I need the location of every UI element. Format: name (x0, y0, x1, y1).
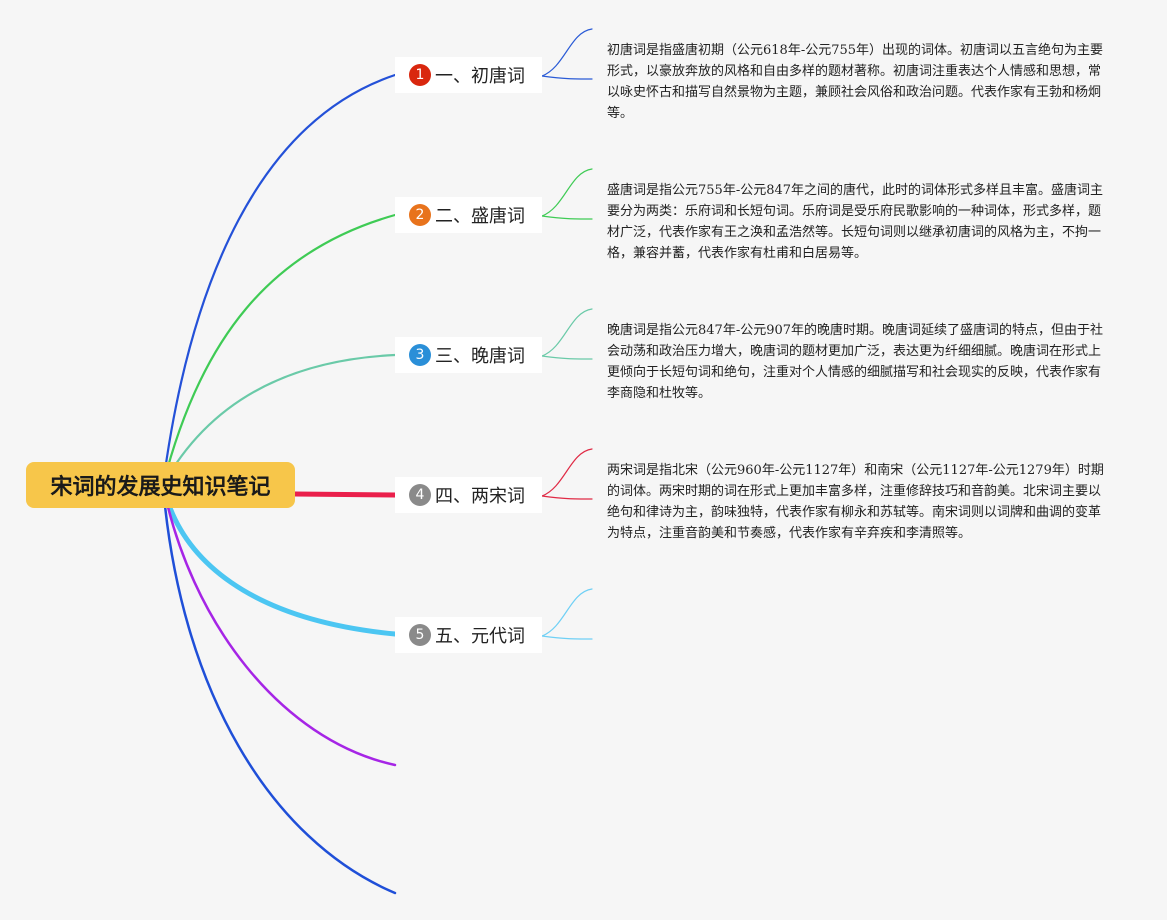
connector-line-4 (292, 491, 398, 498)
note-connector-down-4 (541, 495, 593, 500)
number-badge-3-icon: 3 (409, 344, 431, 366)
note-connector-down-5 (541, 635, 593, 640)
connector-line-3 (161, 353, 397, 487)
note-2[interactable]: 盛唐词是指公元755年-公元847年之间的唐代，此时的词体形式多样且丰富。盛唐词… (607, 183, 1104, 261)
connector-line-1 (161, 73, 397, 487)
number-badge-5-icon: 5 (409, 624, 431, 646)
root-title: 宋词的发展史知识笔记 (50, 475, 271, 500)
connector-line-2 (161, 213, 397, 487)
connector-line-extra-2 (161, 483, 397, 895)
note-connector-down-3 (541, 355, 593, 360)
note-3[interactable]: 晚唐词是指公元847年-公元907年的晚唐时期。晚唐词延续了盛唐词的特点，但由于… (607, 323, 1104, 401)
note-connector-up-2 (541, 168, 593, 217)
note-connector-up-1 (541, 28, 593, 77)
branch-label: 五、元代词 (435, 626, 525, 647)
connector-line-extra-1 (161, 483, 397, 767)
branch-label: 二、盛唐词 (435, 206, 525, 227)
note-connector-down-1 (541, 75, 593, 80)
note-1[interactable]: 初唐词是指盛唐初期（公元618年-公元755年）出现的词体。初唐词以五言绝句为主… (607, 43, 1104, 121)
branch-label: 一、初唐词 (435, 66, 525, 87)
connector-line-5 (160, 482, 398, 637)
note-connector-up-5 (541, 588, 593, 637)
branch-topic-2[interactable]: 2 二、盛唐词 (395, 197, 542, 233)
number-badge-2-icon: 2 (409, 204, 431, 226)
note-connector-up-3 (541, 308, 593, 357)
branch-label: 四、两宋词 (435, 486, 525, 507)
note-4[interactable]: 两宋词是指北宋（公元960年-公元1127年）和南宋（公元1127年-公元127… (607, 463, 1104, 541)
branch-topic-5[interactable]: 5 五、元代词 (395, 617, 542, 653)
branch-label: 三、晚唐词 (435, 346, 525, 367)
branch-topic-3[interactable]: 3 三、晚唐词 (395, 337, 542, 373)
note-connector-down-2 (541, 215, 593, 220)
branch-topic-1[interactable]: 1 一、初唐词 (395, 57, 542, 93)
number-badge-1-icon: 1 (409, 64, 431, 86)
root-topic[interactable]: 宋词的发展史知识笔记 (26, 462, 295, 508)
note-connector-up-4 (541, 448, 593, 497)
branch-topic-4[interactable]: 4 四、两宋词 (395, 477, 542, 513)
number-badge-4-icon: 4 (409, 484, 431, 506)
